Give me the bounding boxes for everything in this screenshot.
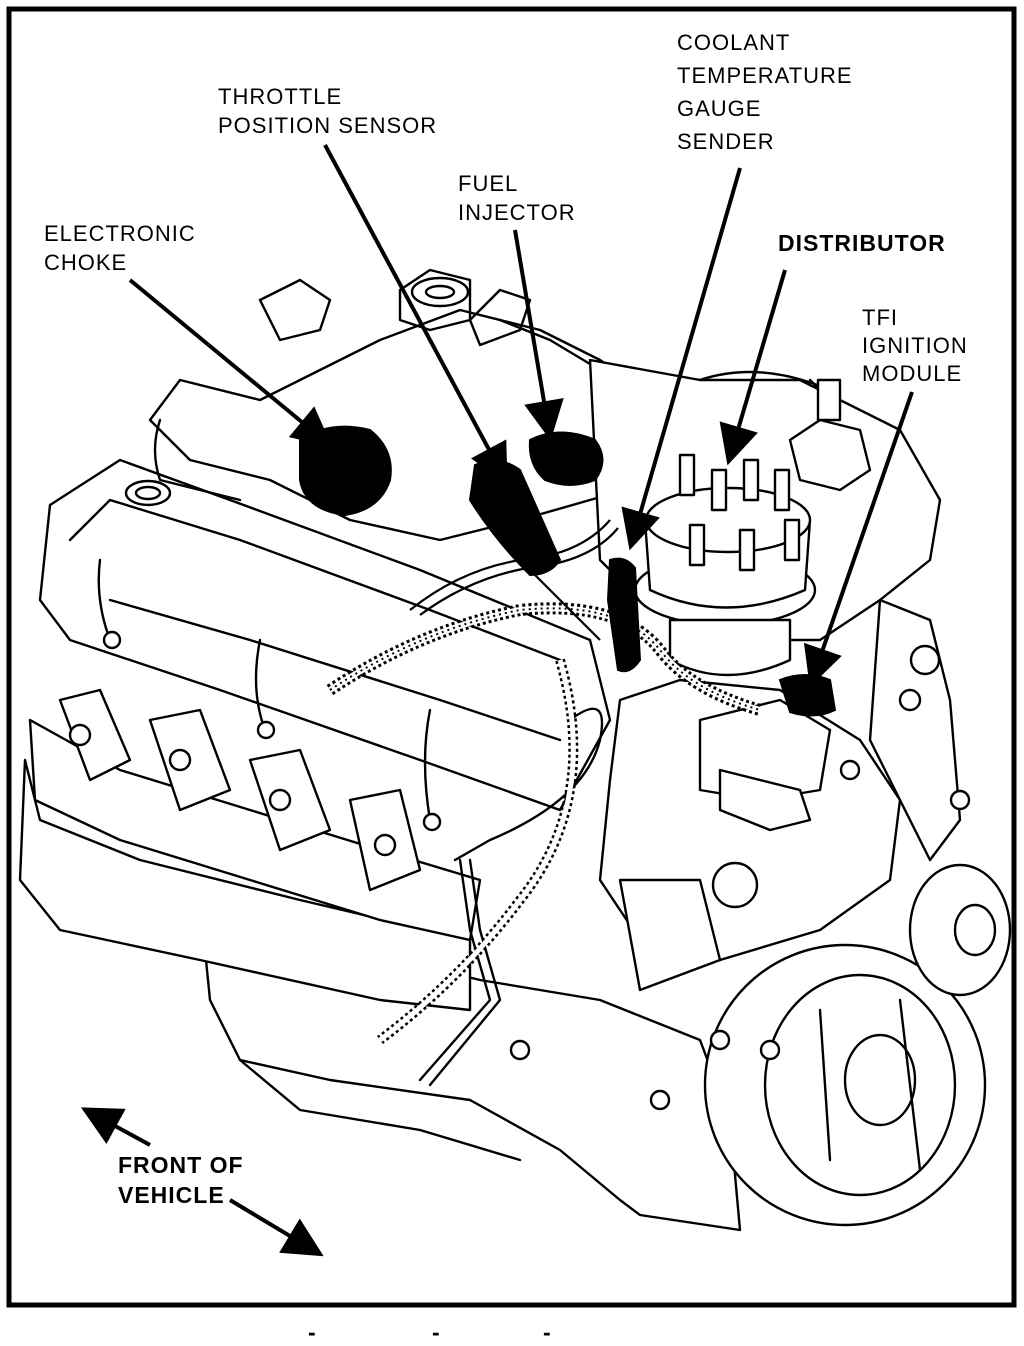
leader-lines <box>80 144 914 1257</box>
front-arrow-right <box>228 1198 324 1257</box>
label-fuel-line-2: INJECTOR <box>458 200 576 225</box>
leader-distributor <box>719 269 787 466</box>
tfi-module-part <box>778 674 837 717</box>
fuel-injector-part <box>528 431 604 486</box>
leader-tfi-module <box>803 391 914 688</box>
footer-mark-3: - <box>543 1319 552 1345</box>
footer-mark-1: - <box>308 1319 317 1345</box>
label-coolant-line-4: SENDER <box>677 129 775 154</box>
label-tfi-line-1: TFI <box>862 305 898 330</box>
label-electronic-choke: ELECTRONIC CHOKE <box>44 221 196 275</box>
label-coolant-line-2: TEMPERATURE <box>677 63 853 88</box>
label-fuel-line-1: FUEL <box>458 171 518 196</box>
leader-coolant-sender <box>621 167 742 551</box>
label-front-of-vehicle: FRONT OF VEHICLE <box>118 1152 244 1208</box>
label-throttle-line-2: POSITION SENSOR <box>218 113 437 138</box>
leader-fuel-injector <box>513 229 564 441</box>
label-throttle-position-sensor: THROTTLE POSITION SENSOR <box>218 84 437 138</box>
engine-illustration <box>18 268 1012 1232</box>
label-tfi-ignition-module: TFI IGNITION MODULE <box>862 305 968 386</box>
label-tfi-line-3: MODULE <box>862 361 962 386</box>
diagram-frame <box>6 6 1017 1308</box>
label-choke-line-1: ELECTRONIC <box>44 221 196 246</box>
label-tfi-line-2: IGNITION <box>862 333 968 358</box>
label-front-line-1: FRONT OF <box>118 1152 244 1178</box>
label-coolant-temperature-gauge-sender: COOLANT TEMPERATURE GAUGE SENDER <box>677 30 853 154</box>
coolant-sender-part <box>606 557 642 673</box>
electronic-choke-part <box>299 425 392 517</box>
label-front-line-2: VEHICLE <box>118 1182 225 1208</box>
label-coolant-line-1: COOLANT <box>677 30 790 55</box>
front-arrow-left <box>80 1107 151 1147</box>
label-throttle-line-1: THROTTLE <box>218 84 342 109</box>
label-choke-line-2: CHOKE <box>44 250 127 275</box>
footer-mark-2: - <box>432 1319 441 1345</box>
label-coolant-line-3: GAUGE <box>677 96 761 121</box>
leader-electronic-choke <box>128 278 333 448</box>
label-distributor: DISTRIBUTOR <box>778 230 946 256</box>
label-fuel-injector: FUEL INJECTOR <box>458 171 576 225</box>
leader-throttle-position-sensor <box>323 144 508 485</box>
footer-marks: - - - <box>308 1319 552 1345</box>
